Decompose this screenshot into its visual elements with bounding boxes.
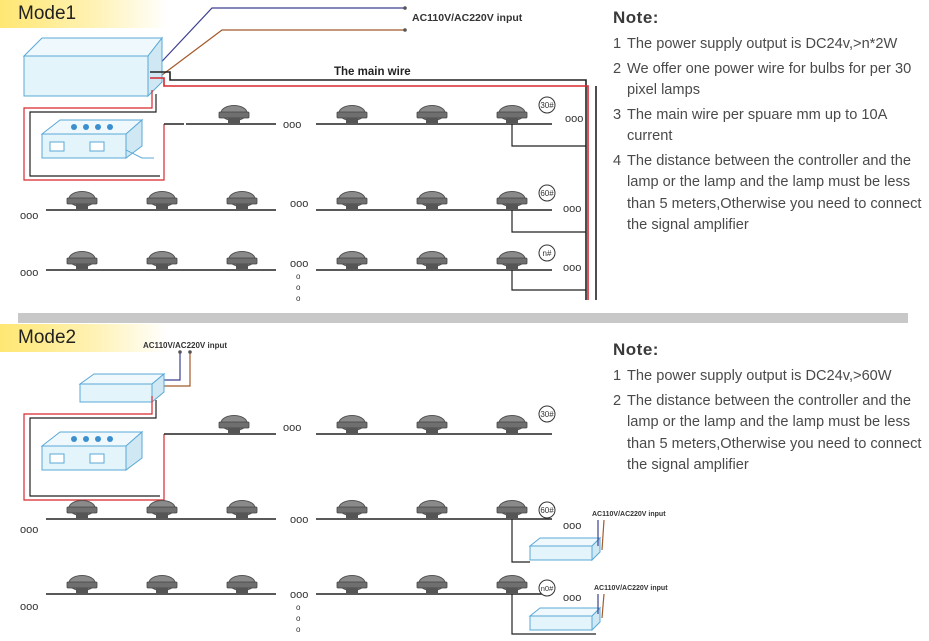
mode1-ac-input-label: AC110V/AC220V input xyxy=(412,12,523,24)
svg-text:o: o xyxy=(296,603,301,612)
svg-text:ooo: ooo xyxy=(290,589,308,601)
mode2-title: Mode2 xyxy=(0,324,168,352)
main-wire-red xyxy=(150,77,589,300)
svg-text:o: o xyxy=(296,272,301,281)
mode1-note-title: Note: xyxy=(613,8,659,27)
svg-text:o: o xyxy=(296,294,301,303)
mode2-row2-label: 60# xyxy=(540,506,554,515)
mode2-controller-box xyxy=(40,430,144,471)
svg-text:o: o xyxy=(296,283,301,292)
svg-text:o: o xyxy=(296,625,301,634)
mode2-notes: Note: 1 The power supply output is DC24v… xyxy=(613,340,923,477)
svg-text:ooo: ooo xyxy=(20,524,38,536)
mode1-title: Mode1 xyxy=(0,0,168,28)
mode1-row1-label: 30# xyxy=(540,101,554,110)
note-item: 2 We offer one power wire for bulbs for … xyxy=(613,60,912,99)
svg-text:ooo: ooo xyxy=(290,258,308,270)
svg-text:ooo: ooo xyxy=(290,198,308,210)
main-wire-label: The main wire xyxy=(334,66,411,78)
svg-text:o: o xyxy=(296,614,301,623)
svg-text:ooo: ooo xyxy=(563,520,581,532)
mode1-row3-label: n# xyxy=(543,249,552,258)
svg-text:ooo: ooo xyxy=(283,119,301,131)
mode2-note-title: Note: xyxy=(613,340,659,359)
note-item: 3 The main wire per spuare mm up to 10A … xyxy=(613,106,887,145)
mode2-row2-ac-input: AC110V/AC220V input xyxy=(592,511,666,518)
svg-text:ooo: ooo xyxy=(563,262,581,274)
svg-text:ooo: ooo xyxy=(563,203,581,215)
svg-text:ooo: ooo xyxy=(290,514,308,526)
controller-box xyxy=(40,118,154,159)
note-item: 2 The distance between the controller an… xyxy=(613,392,922,474)
mode1-notes: Note: 1 The power supply output is DC24v… xyxy=(613,8,923,237)
svg-text:ooo: ooo xyxy=(20,601,38,613)
mode2-ac-input-label: AC110V/AC220V input xyxy=(143,341,227,350)
note-item: 1 The power supply output is DC24v,>n*2W xyxy=(613,36,898,52)
svg-text:ooo: ooo xyxy=(563,592,581,604)
mode1-row2-label: 60# xyxy=(540,189,554,198)
power-supply-box xyxy=(22,36,164,98)
note-item: 4 The distance between the controller an… xyxy=(613,152,922,234)
svg-text:ooo: ooo xyxy=(565,113,583,125)
ac-wire-brown xyxy=(157,29,405,79)
note-item: 1 The power supply output is DC24v,>60W xyxy=(613,368,892,384)
mode2-row1-label: 30# xyxy=(540,410,554,419)
svg-text:ooo: ooo xyxy=(283,422,301,434)
svg-text:ooo: ooo xyxy=(20,267,38,279)
mode2-row3-label: n0# xyxy=(541,584,554,593)
main-wire-black xyxy=(150,71,587,300)
mode2-row2-power-supply xyxy=(528,536,602,562)
svg-text:ooo: ooo xyxy=(20,210,38,222)
mode2-row3-power-supply xyxy=(528,606,602,632)
mode2-row3-ac-input: AC110V/AC220V input xyxy=(594,585,668,592)
mode2-power-supply-box xyxy=(78,372,166,404)
ac-wire-blue xyxy=(151,7,405,73)
section-divider xyxy=(18,313,908,323)
